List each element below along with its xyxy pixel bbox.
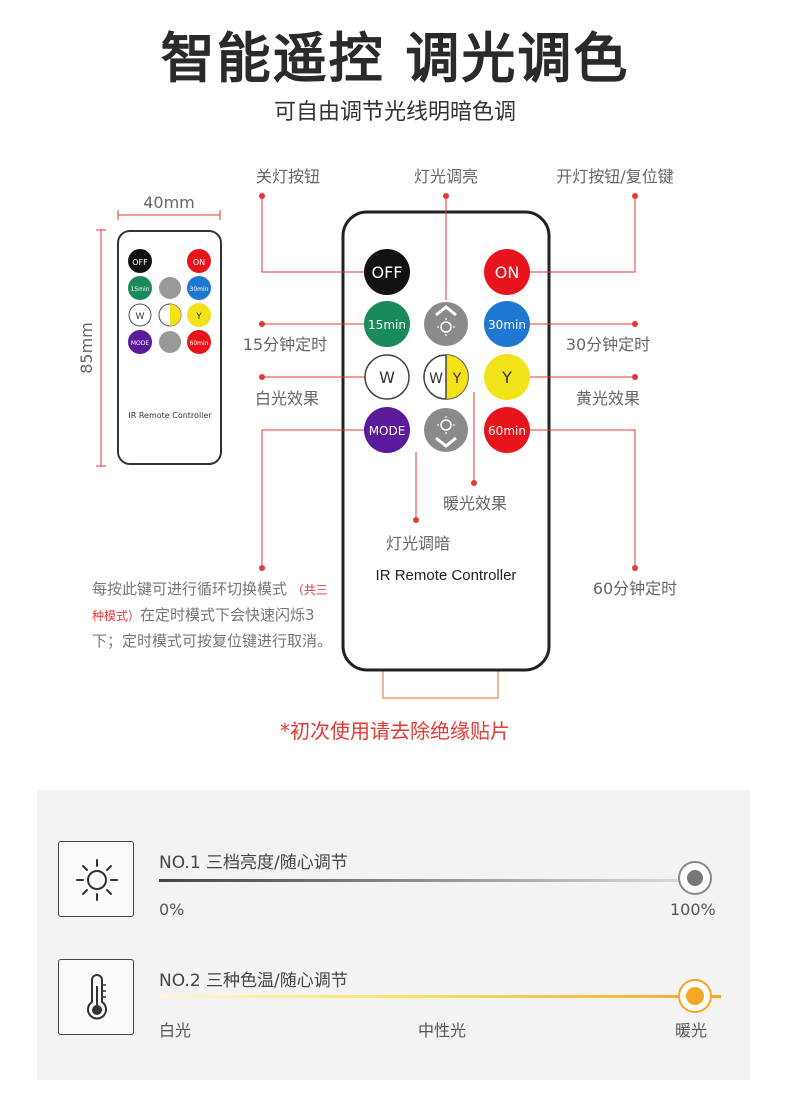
svg-text:MODE: MODE xyxy=(369,424,406,438)
svg-text:MODE: MODE xyxy=(131,340,150,347)
brightness-min-label: 0% xyxy=(159,900,185,919)
brightness-max-label: 100% xyxy=(670,900,716,919)
sun-icon xyxy=(76,859,118,901)
svg-text:ON: ON xyxy=(495,263,520,282)
svg-text:OFF: OFF xyxy=(132,258,148,267)
brightness-slider-handle[interactable] xyxy=(677,860,713,896)
svg-text:OFF: OFF xyxy=(372,263,403,282)
callout-lines xyxy=(261,196,636,568)
svg-text:Y: Y xyxy=(195,312,202,322)
svg-text:Y: Y xyxy=(501,368,512,387)
color-temp-mid-label: 中性光 xyxy=(418,1021,467,1040)
label-on-button: 开灯按钮/复位键 xyxy=(556,167,673,186)
svg-text:W: W xyxy=(136,312,145,322)
label-off-button: 关灯按钮 xyxy=(256,167,320,186)
small-remote: OFF ON 15min 30min W Y MODE 60min IR Rem… xyxy=(117,230,222,465)
page-subtitle: 可自由调节光线明暗色调 xyxy=(273,100,516,125)
page-title: 智能遥控 调光调色 xyxy=(160,27,630,90)
off-button[interactable]: OFF xyxy=(364,249,410,295)
sun-icon xyxy=(440,419,452,431)
chevron-up-icon xyxy=(435,305,457,317)
yellow-light-button[interactable]: Y xyxy=(484,354,530,400)
color-temp-track[interactable] xyxy=(159,995,721,998)
feature2-title: NO.2 三种色温/随心调节 xyxy=(159,971,348,991)
svg-text:30min: 30min xyxy=(190,286,209,293)
color-temp-left-label: 白光 xyxy=(159,1021,192,1040)
color-temp-icon-box xyxy=(58,959,134,1035)
mode-note-line2: 在定时模式下会快速闪烁3下；定时模式可按复位键进行取消。 xyxy=(92,606,333,650)
label-timer15: 15分钟定时 xyxy=(243,335,327,354)
feature1-title: NO.1 三档亮度/随心调节 xyxy=(159,853,348,873)
callout-dots xyxy=(259,193,638,571)
label-timer60: 60分钟定时 xyxy=(593,579,677,598)
svg-text:ON: ON xyxy=(193,258,205,267)
label-warm: 暖光效果 xyxy=(443,494,507,513)
color-temp-right-label: 暖光 xyxy=(675,1021,708,1040)
on-button[interactable]: ON xyxy=(484,249,530,295)
brightness-icon-box xyxy=(58,841,134,917)
svg-text:15min: 15min xyxy=(131,286,150,293)
small-remote-brand: IR Remote Controller xyxy=(128,411,212,420)
mode-note: 每按此键可进行循环切换模式 （共三种模式）在定时模式下会快速闪烁3下；定时模式可… xyxy=(92,577,332,654)
svg-text:W: W xyxy=(429,371,443,387)
white-light-button[interactable]: W xyxy=(364,354,410,400)
label-timer30: 30分钟定时 xyxy=(566,335,650,354)
chevron-down-icon xyxy=(435,436,457,448)
brighten-button[interactable] xyxy=(424,302,468,346)
width-label: 40mm xyxy=(143,193,195,212)
mode-button[interactable]: MODE xyxy=(364,407,410,453)
svg-text:W: W xyxy=(379,368,395,387)
svg-text:Y: Y xyxy=(452,371,462,387)
small-remote-dimensions: 40mm 85mm xyxy=(77,193,221,467)
timer-30min-button[interactable]: 30min xyxy=(484,301,530,347)
label-white: 白光效果 xyxy=(255,389,319,408)
feature-panel: NO.1 三档亮度/随心调节 0% 100% NO.2 三种色温/随心调节 白光… xyxy=(37,790,750,1080)
mode-note-highlight: （共三种模式） xyxy=(92,583,328,623)
warm-light-button[interactable]: W Y xyxy=(423,354,469,400)
dim-button[interactable] xyxy=(424,408,468,452)
thermometer-icon xyxy=(87,974,107,1020)
warning-text: *初次使用请去除绝缘贴片 xyxy=(280,719,510,743)
remote-diagram: 40mm 85mm OFF ON 15min 30min W Y MODE 60… xyxy=(77,167,677,699)
timer-15min-button[interactable]: 15min xyxy=(364,301,410,347)
color-temp-slider-handle[interactable] xyxy=(677,978,713,1014)
label-brighten: 灯光调亮 xyxy=(414,167,478,186)
timer-60min-button[interactable]: 60min xyxy=(484,407,530,453)
mode-note-line1: 每按此键可进行循环切换模式 xyxy=(92,580,288,598)
svg-text:60min: 60min xyxy=(488,424,526,438)
svg-text:30min: 30min xyxy=(488,318,526,332)
svg-text:60min: 60min xyxy=(190,340,209,347)
svg-text:15min: 15min xyxy=(368,318,406,332)
height-label: 85mm xyxy=(77,322,96,374)
big-remote-brand: IR Remote Controller xyxy=(376,567,517,584)
label-dim: 灯光调暗 xyxy=(386,534,450,553)
label-yellow: 黄光效果 xyxy=(576,389,640,408)
sun-icon xyxy=(440,321,452,333)
brightness-track[interactable] xyxy=(159,879,694,882)
